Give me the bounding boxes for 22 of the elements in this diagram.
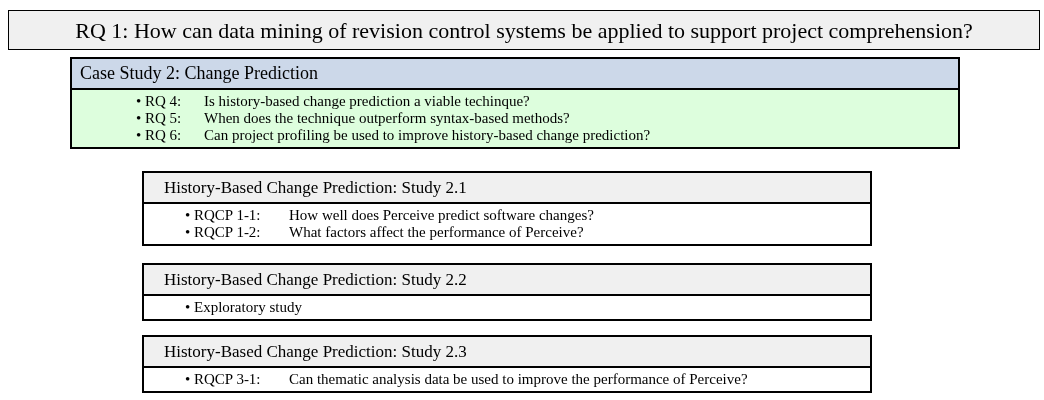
question-label: • RQ 6: [136,127,183,144]
card-heading: History-Based Change Prediction: Study 2.2 [144,265,870,294]
question-label: • RQCP 3-1: [185,371,262,388]
question-box: RQ 1: How can data mining of revision control systems be applied to support project comprehension? [8,10,1040,50]
study-card [142,263,872,321]
card-heading: History-Based Change Prediction: Study 2.1 [144,173,870,202]
question-label: • RQCP 1-2: [185,224,262,241]
study-card [142,335,872,393]
case-study-card [70,57,960,149]
question-label: • Exploratory study [185,299,302,316]
question-text: Can thematic analysis data be used to improve the performance of Perceive? [289,371,748,388]
question-text: Is history-based change prediction a viable techinque? [204,93,530,110]
question-label: • RQCP 1-1: [185,207,262,224]
question-text: What factors affect the performance of Perceive? [289,224,584,241]
study-card [142,171,872,246]
question-text: When does the technique outperform syntax-based methods? [204,110,570,127]
card-heading: History-Based Change Prediction: Study 2.3 [144,337,870,366]
question-text: How well does Perceive predict software changes? [289,207,594,224]
question-text: Can project profiling be used to improve history-based change prediction? [204,127,651,144]
card-heading: Case Study 2: Change Prediction [72,59,958,88]
question-label: • RQ 4: [136,93,183,110]
question-label: • RQ 5: [136,110,183,127]
